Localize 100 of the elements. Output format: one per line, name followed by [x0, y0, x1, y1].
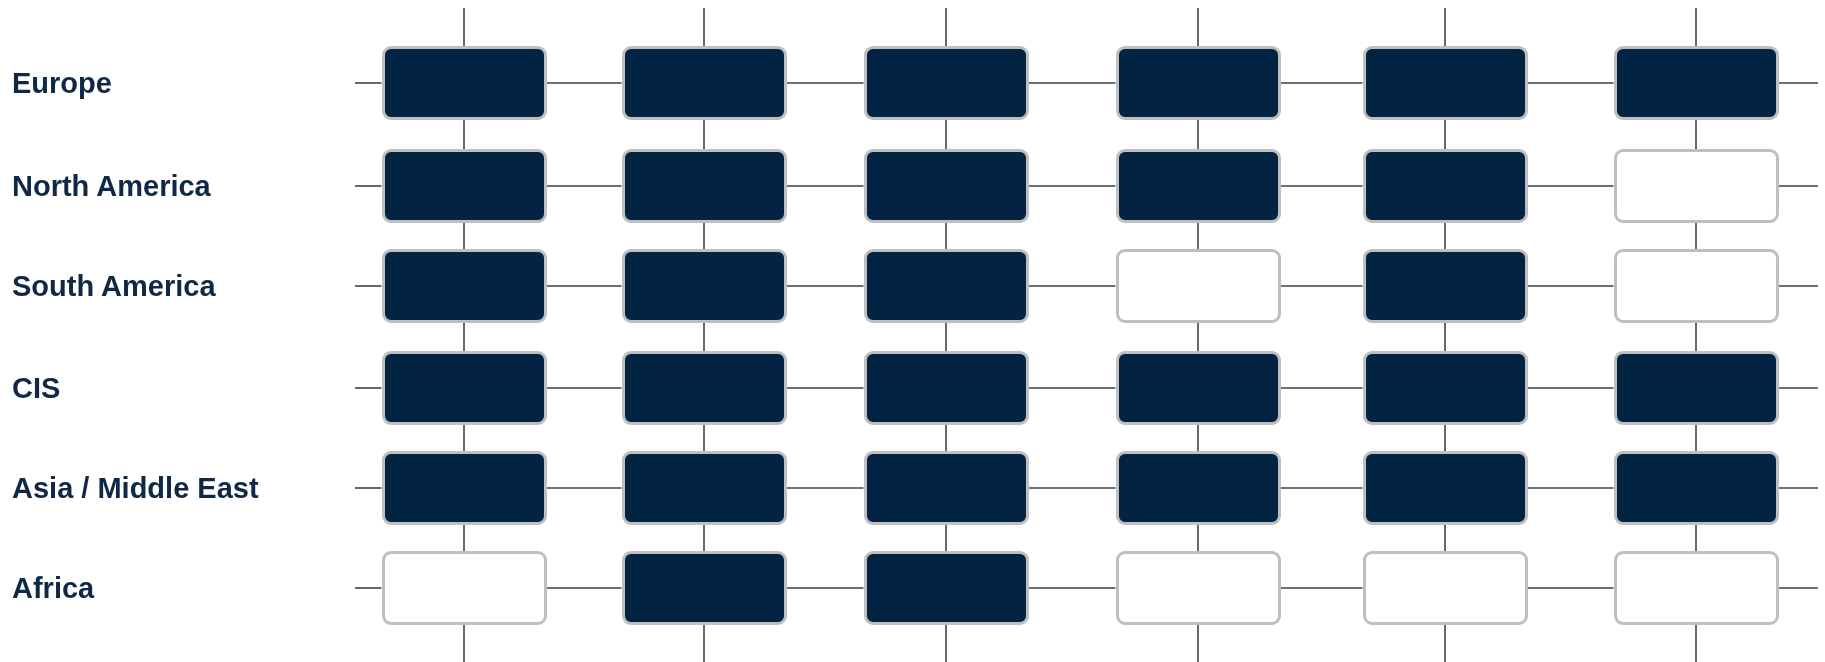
connector-line [463, 322, 465, 352]
filled-status-box [863, 451, 1029, 525]
filled-status-box [621, 351, 787, 425]
filled-status-box [1115, 149, 1281, 223]
connector-line [463, 524, 465, 552]
filled-status-box [621, 46, 787, 120]
connector-line [1197, 7, 1199, 47]
connector-line [1279, 487, 1364, 489]
connector-line [1695, 322, 1697, 352]
connector-line [703, 424, 705, 452]
connector-line [945, 624, 947, 662]
filled-status-box [1362, 351, 1528, 425]
connector-line [785, 387, 865, 389]
connector-line [354, 82, 383, 84]
connector-line [1027, 285, 1117, 287]
connector-line [703, 524, 705, 552]
connector-line [1777, 587, 1819, 589]
filled-status-box [621, 149, 787, 223]
connector-line [1444, 119, 1446, 150]
connector-line [945, 424, 947, 452]
row-label: Europe [12, 66, 112, 100]
connector-line [1777, 487, 1819, 489]
connector-line [1777, 387, 1819, 389]
empty-status-box [381, 551, 547, 625]
connector-line [354, 285, 383, 287]
connector-line [1695, 119, 1697, 150]
connector-line [1444, 7, 1446, 47]
connector-line [545, 82, 623, 84]
connector-line [703, 322, 705, 352]
filled-status-box [863, 249, 1029, 323]
connector-line [1279, 82, 1364, 84]
connector-line [785, 587, 865, 589]
filled-status-box [621, 451, 787, 525]
connector-line [1279, 387, 1364, 389]
connector-line [785, 82, 865, 84]
connector-line [703, 119, 705, 150]
filled-status-box [1115, 451, 1281, 525]
filled-status-box [1115, 46, 1281, 120]
filled-status-box [621, 551, 787, 625]
filled-status-box [863, 551, 1029, 625]
connector-line [1197, 119, 1199, 150]
connector-line [463, 119, 465, 150]
connector-line [1526, 387, 1615, 389]
connector-line [545, 387, 623, 389]
filled-status-box [1362, 249, 1528, 323]
connector-line [1444, 524, 1446, 552]
connector-line [1777, 285, 1819, 287]
empty-status-box [1115, 551, 1281, 625]
connector-line [703, 7, 705, 47]
connector-line [785, 185, 865, 187]
row-label: Asia / Middle East [12, 471, 259, 505]
connector-line [1526, 82, 1615, 84]
connector-line [545, 285, 623, 287]
row-label: CIS [12, 371, 61, 405]
connector-line [1444, 624, 1446, 662]
connector-line [1444, 322, 1446, 352]
filled-status-box [381, 451, 547, 525]
connector-line [1027, 82, 1117, 84]
connector-line [1777, 82, 1819, 84]
connector-line [545, 487, 623, 489]
filled-status-box [381, 46, 547, 120]
connector-line [703, 222, 705, 250]
empty-status-box [1362, 551, 1528, 625]
connector-line [945, 524, 947, 552]
connector-line [354, 487, 383, 489]
connector-line [463, 7, 465, 47]
connector-line [1444, 424, 1446, 452]
connector-line [1695, 524, 1697, 552]
connector-line [945, 322, 947, 352]
connector-line [945, 222, 947, 250]
empty-status-box [1613, 249, 1779, 323]
connector-line [1526, 487, 1615, 489]
connector-line [945, 119, 947, 150]
connector-line [1197, 524, 1199, 552]
filled-status-box [381, 149, 547, 223]
connector-line [945, 7, 947, 47]
connector-line [354, 387, 383, 389]
connector-line [1197, 222, 1199, 250]
filled-status-box [863, 149, 1029, 223]
connector-line [354, 185, 383, 187]
filled-status-box [381, 249, 547, 323]
connector-line [1279, 587, 1364, 589]
connector-line [463, 424, 465, 452]
connector-line [545, 587, 623, 589]
connector-line [785, 285, 865, 287]
connector-line [1526, 587, 1615, 589]
connector-line [1027, 387, 1117, 389]
row-label: North America [12, 169, 211, 203]
filled-status-box [381, 351, 547, 425]
connector-line [1777, 185, 1819, 187]
connector-line [1526, 185, 1615, 187]
connector-line [1027, 185, 1117, 187]
connector-line [1027, 487, 1117, 489]
connector-line [463, 222, 465, 250]
empty-status-box [1613, 551, 1779, 625]
connector-line [1279, 185, 1364, 187]
filled-status-box [1362, 149, 1528, 223]
filled-status-box [1613, 351, 1779, 425]
empty-status-box [1115, 249, 1281, 323]
connector-line [1027, 587, 1117, 589]
